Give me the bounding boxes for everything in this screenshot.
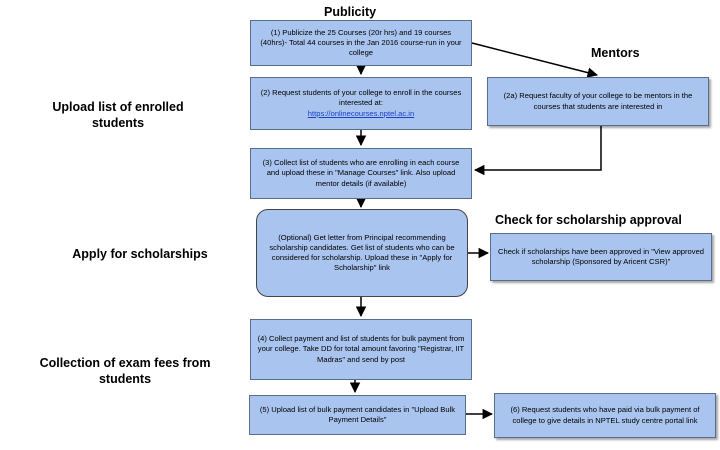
step-6-text: (6) Request students who have paid via b…: [510, 405, 700, 425]
step-1-box: (1) Publicize the 25 Courses (20r hrs) a…: [250, 20, 472, 66]
side-label-apply: Apply for scholarships: [72, 247, 208, 261]
check-scholarship-text: Check if scholarships have been approved…: [497, 246, 705, 266]
check-scholarship-box: Check if scholarships have been approved…: [490, 233, 712, 281]
step-6-box: (6) Request students who have paid via b…: [494, 393, 716, 438]
step-2a-box: (2a) Request faculty of your college to …: [487, 77, 709, 126]
step-4-text: (4) Collect payment and list of students…: [257, 334, 465, 364]
step-2a-text: (2a) Request faculty of your college to …: [503, 91, 693, 111]
scholarship-check-heading: Check for scholarship approval: [495, 213, 682, 227]
side-label-upload: Upload list of enrolled students: [52, 100, 184, 130]
step-2-box: (2) Request students of your college to …: [250, 77, 472, 130]
step-5-text: (5) Upload list of bulk payment candidat…: [259, 404, 456, 424]
side-label-fees: Collection of exam fees from students: [39, 356, 211, 386]
mentors-heading: Mentors: [591, 46, 640, 60]
step-4-box: (4) Collect payment and list of students…: [250, 319, 472, 380]
optional-scholarship-text: (Optional) Get letter from Principal rec…: [269, 232, 455, 273]
arrow-1-to-2a: [471, 42, 599, 78]
step-1-text: (1) Publicize the 25 Courses (20r hrs) a…: [260, 27, 462, 58]
arrow-2a-to-3: [473, 126, 602, 176]
step-5-box: (5) Upload list of bulk payment candidat…: [249, 395, 466, 435]
step-2-text: (2) Request students of your college to …: [260, 88, 462, 108]
step-3-box: (3) Collect list of students who are enr…: [250, 148, 472, 199]
publicity-heading: Publicity: [324, 5, 377, 19]
optional-scholarship-box: (Optional) Get letter from Principal rec…: [256, 209, 468, 297]
step-3-text: (3) Collect list of students who are enr…: [262, 158, 460, 188]
nptel-courses-link[interactable]: https://onlinecourses.nptel.ac.in: [307, 108, 415, 118]
